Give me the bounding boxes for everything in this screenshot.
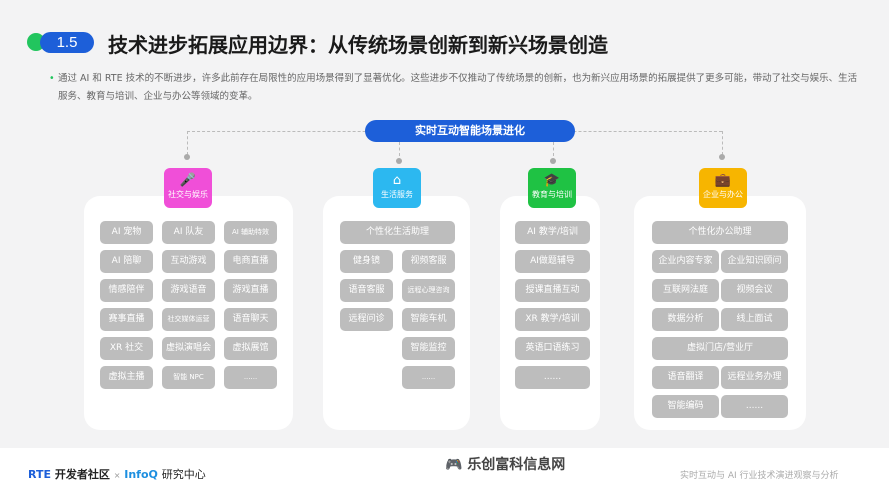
scenario-chip: 视频会议 bbox=[721, 279, 788, 302]
scenario-chip: 虚拟展馆 bbox=[224, 337, 277, 360]
scenario-chip: 企业知识顾问 bbox=[721, 250, 788, 273]
footer bbox=[0, 448, 889, 500]
scenario-chip: 虚拟门店/营业厅 bbox=[652, 337, 788, 360]
microphone-icon: 🎤 bbox=[179, 173, 197, 188]
scenario-chip: 社交媒体运营 bbox=[162, 308, 215, 331]
category-badge: 💼 企业与办公 bbox=[699, 168, 747, 208]
scenario-chip: AI 宠物 bbox=[100, 221, 153, 244]
connector-line bbox=[722, 131, 723, 155]
scenario-chip: ...... bbox=[515, 366, 590, 389]
scenario-chip: 线上面试 bbox=[721, 308, 788, 331]
scenario-chip: ...... bbox=[224, 366, 277, 389]
connector-dot bbox=[550, 158, 556, 164]
category-badge: 🎓 教育与培训 bbox=[528, 168, 576, 208]
scenario-chip: 智能 NPC bbox=[162, 366, 215, 389]
scenario-chip: AI 教学/培训 bbox=[515, 221, 590, 244]
connector-line bbox=[399, 142, 400, 156]
scenario-chip: 虚拟主播 bbox=[100, 366, 153, 389]
scenario-chip: 数据分析 bbox=[652, 308, 719, 331]
home-icon: ⌂ bbox=[392, 173, 402, 188]
scenario-chip: AI 陪聊 bbox=[100, 250, 153, 273]
scenario-chip: 英语口语练习 bbox=[515, 337, 590, 360]
scenario-chip: 远程业务办理 bbox=[721, 366, 788, 389]
scenario-chip: 授课直播互动 bbox=[515, 279, 590, 302]
scenario-chip: 视频客服 bbox=[402, 250, 455, 273]
connector-dot bbox=[396, 158, 402, 164]
gamepad-icon: 🎮 bbox=[445, 457, 463, 473]
scenario-chip: 远程心理咨询 bbox=[402, 279, 455, 302]
watermark-text: 乐创富科信息网 bbox=[467, 457, 566, 473]
scenario-chip: 个性化办公助理 bbox=[652, 221, 788, 244]
scenario-chip: 智能监控 bbox=[402, 337, 455, 360]
connector-line bbox=[187, 131, 188, 155]
category-label: 社交与娱乐 bbox=[168, 190, 208, 199]
scenario-chip: 健身镜 bbox=[340, 250, 393, 273]
connector-dot bbox=[184, 154, 190, 160]
connector-line bbox=[553, 142, 554, 156]
scenario-chip: 电商直播 bbox=[224, 250, 277, 273]
category-label: 企业与办公 bbox=[703, 190, 743, 199]
scenario-chip: 赛事直播 bbox=[100, 308, 153, 331]
scenario-chip: 虚拟演唱会 bbox=[162, 337, 215, 360]
scenario-chip: 互动游戏 bbox=[162, 250, 215, 273]
category-badge: 🎤 社交与娱乐 bbox=[164, 168, 212, 208]
scenario-chip: 远程问诊 bbox=[340, 308, 393, 331]
scenario-chip: 语音聊天 bbox=[224, 308, 277, 331]
scenario-chip: XR 社交 bbox=[100, 337, 153, 360]
logo-community: 开发者社区 bbox=[54, 468, 110, 481]
section-number: 1.5 bbox=[40, 32, 94, 53]
scenario-chip: 智能编码 bbox=[652, 395, 719, 418]
logo-sep: × bbox=[113, 471, 121, 480]
logo-rte: RTE bbox=[28, 468, 51, 481]
scenario-chip: 语音翻译 bbox=[652, 366, 719, 389]
scenario-chip: 互联网法庭 bbox=[652, 279, 719, 302]
scenario-chip: 企业内容专家 bbox=[652, 250, 719, 273]
logo-center: 研究中心 bbox=[161, 468, 206, 481]
scenario-chip: ...... bbox=[402, 366, 455, 389]
graduation-cap-icon: 🎓 bbox=[543, 173, 561, 188]
scenario-chip: AI 辅助特效 bbox=[224, 221, 277, 244]
watermark: 🎮 乐创富科信息网 bbox=[445, 454, 565, 474]
scenario-chip: 智能车机 bbox=[402, 308, 455, 331]
scenario-chip: 情感陪伴 bbox=[100, 279, 153, 302]
scenario-chip: AI做题辅导 bbox=[515, 250, 590, 273]
page-title: 技术进步拓展应用边界：从传统场景创新到新兴场景创造 bbox=[108, 33, 608, 57]
footer-logo: RTE 开发者社区 × InfoQ 研究中心 bbox=[28, 466, 206, 482]
connector-dot bbox=[719, 154, 725, 160]
scenario-chip: ...... bbox=[721, 395, 788, 418]
category-label: 教育与培训 bbox=[532, 190, 572, 199]
category-label: 生活服务 bbox=[381, 190, 413, 199]
scenario-chip: 个性化生活助理 bbox=[340, 221, 455, 244]
scenario-chip: 语音客服 bbox=[340, 279, 393, 302]
briefcase-icon: 💼 bbox=[714, 173, 732, 188]
scenario-chip: XR 教学/培训 bbox=[515, 308, 590, 331]
scenario-chip: 游戏语音 bbox=[162, 279, 215, 302]
footer-right-text: 实时互动与 AI 行业技术演进观察与分析 bbox=[680, 471, 839, 481]
scenario-chip: AI 队友 bbox=[162, 221, 215, 244]
description: 通过 AI 和 RTE 技术的不断进步，许多此前存在局限性的应用场景得到了显著优… bbox=[49, 70, 858, 106]
category-badge: ⌂ 生活服务 bbox=[373, 168, 421, 208]
logo-infoq: InfoQ bbox=[124, 468, 158, 481]
center-label: 实时互动智能场景进化 bbox=[365, 120, 575, 142]
scenario-chip: 游戏直播 bbox=[224, 279, 277, 302]
